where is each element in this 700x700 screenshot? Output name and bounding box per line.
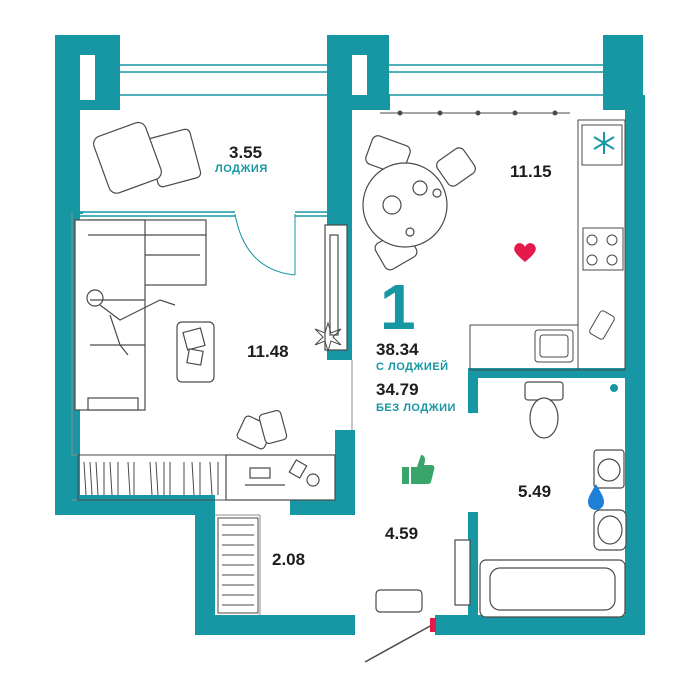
loggia-area: 3.55: [229, 143, 263, 162]
total-area-label: С ЛОДЖИЕЙ: [376, 361, 449, 373]
windows: [72, 64, 603, 217]
thumbs-up-icon: [402, 455, 435, 484]
snowflake-icon: [593, 132, 615, 154]
bookshelf: [77, 454, 227, 501]
walls: [55, 35, 645, 635]
dot-icon: [610, 384, 618, 392]
bathroom-area: 5.49: [518, 482, 552, 501]
bathroom-fixtures: [479, 381, 627, 618]
tv-unit: [324, 224, 348, 351]
loggia-label: ЛОДЖИЯ: [215, 163, 268, 175]
plant-icon: [314, 321, 342, 353]
desk: [225, 409, 336, 501]
total-area: 38.34: [376, 340, 419, 359]
hallway-area: 4.59: [385, 524, 419, 543]
living-area-label: БЕЗ ЛОДЖИИ: [376, 402, 456, 414]
coffee-table: [176, 321, 215, 383]
dining-table: [362, 135, 476, 271]
door-handle: [430, 618, 436, 632]
loggia-door: [234, 213, 296, 276]
wardrobe-area: 2.08: [272, 550, 306, 569]
kitchen-area: 11.15: [510, 162, 552, 181]
person-figure: [86, 289, 176, 356]
ceiling-dots: [397, 110, 558, 116]
hallway-items: [375, 539, 471, 613]
water-drop-icon: [588, 484, 604, 510]
rooms-count: 1: [380, 271, 416, 343]
living-room-area: 11.48: [247, 342, 289, 361]
wardrobe-shelf: [217, 517, 259, 614]
living-area: 34.79: [376, 380, 419, 399]
entrance-door: [364, 624, 433, 663]
loggia-armchair: [93, 121, 202, 194]
heart-icon: [514, 243, 536, 262]
kitchen-counter: [380, 112, 626, 371]
